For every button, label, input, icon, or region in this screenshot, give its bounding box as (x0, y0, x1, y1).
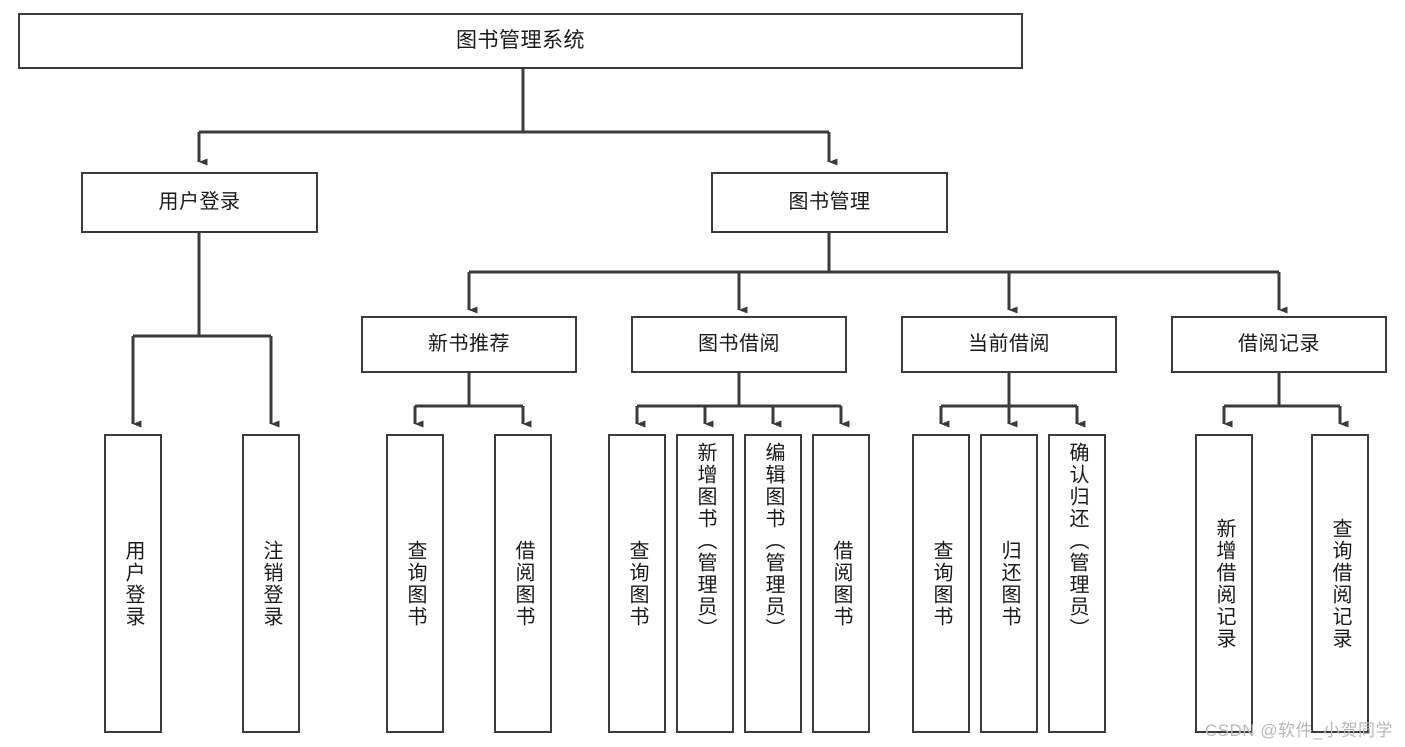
leaf-user-logout[interactable]: 注销登录 (242, 434, 300, 733)
leaf-user-login[interactable]: 用户登录 (104, 434, 162, 733)
leaf-return-book[interactable]: 归还图书 (980, 434, 1038, 733)
leaf-borrow-book-2[interactable]: 借阅图书 (812, 434, 870, 733)
node-borrow-record[interactable]: 借阅记录 (1171, 316, 1387, 373)
node-new-book-recommend[interactable]: 新书推荐 (361, 316, 577, 373)
node-book-borrow-label: 图书借阅 (698, 332, 780, 355)
node-user-login-label: 用户登录 (158, 190, 241, 213)
leaf-confirm-return[interactable]: 确认归还（管理员） (1048, 434, 1106, 733)
leaf-query-book-2-label: 查询图书 (626, 539, 648, 628)
node-borrow-record-label: 借阅记录 (1238, 332, 1320, 355)
node-current-borrow[interactable]: 当前借阅 (901, 316, 1117, 373)
leaf-add-book-label: 新增图书（管理员） (694, 442, 716, 640)
leaf-return-book-label: 归还图书 (998, 539, 1020, 628)
leaf-borrow-book-1-label: 借阅图书 (512, 539, 534, 628)
leaf-query-book-3-label: 查询图书 (930, 539, 952, 628)
leaf-borrow-book-1[interactable]: 借阅图书 (494, 434, 552, 733)
leaf-query-record-label: 查询借阅记录 (1329, 517, 1351, 650)
leaf-query-book-3[interactable]: 查询图书 (912, 434, 970, 733)
leaf-add-record[interactable]: 新增借阅记录 (1195, 434, 1253, 733)
leaf-add-record-label: 新增借阅记录 (1213, 517, 1235, 650)
leaf-add-book[interactable]: 新增图书（管理员） (676, 434, 734, 733)
leaf-user-login-label: 用户登录 (122, 539, 144, 628)
leaf-user-logout-label: 注销登录 (260, 539, 282, 628)
leaf-query-book-1[interactable]: 查询图书 (386, 434, 444, 733)
node-book-manage-label: 图书管理 (788, 190, 871, 213)
leaf-query-record[interactable]: 查询借阅记录 (1311, 434, 1369, 733)
leaf-borrow-book-2-label: 借阅图书 (830, 539, 852, 628)
node-book-borrow[interactable]: 图书借阅 (631, 316, 847, 373)
node-new-book-recommend-label: 新书推荐 (428, 332, 510, 355)
leaf-edit-book-label: 编辑图书（管理员） (762, 442, 784, 640)
node-current-borrow-label: 当前借阅 (968, 332, 1050, 355)
csdn-watermark: CSDN @软件_小贺同学 (1204, 721, 1393, 740)
leaf-edit-book[interactable]: 编辑图书（管理员） (744, 434, 802, 733)
leaf-confirm-return-label: 确认归还（管理员） (1066, 442, 1088, 640)
node-root-system-label: 图书管理系统 (456, 28, 585, 52)
node-root-system[interactable]: 图书管理系统 (18, 13, 1023, 69)
leaf-query-book-2[interactable]: 查询图书 (608, 434, 666, 733)
node-user-login[interactable]: 用户登录 (81, 172, 318, 233)
node-book-manage[interactable]: 图书管理 (711, 172, 948, 233)
leaf-query-book-1-label: 查询图书 (404, 539, 426, 628)
